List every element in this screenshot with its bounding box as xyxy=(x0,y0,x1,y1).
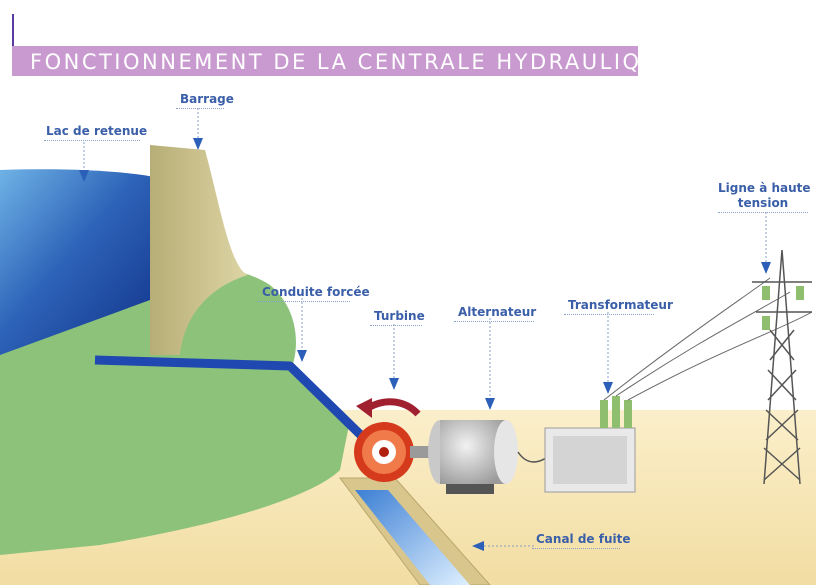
label-barrage: Barrage xyxy=(180,92,234,106)
label-canal-de-fuite: Canal de fuite xyxy=(536,532,631,546)
penstock xyxy=(94,355,376,450)
alternator xyxy=(428,420,518,494)
diagram-title: FONCTIONNEMENT DE LA CENTRALE HYDRAULIQU… xyxy=(30,50,676,74)
label-ligne-haute-tension: Ligne à haute tension xyxy=(718,181,811,211)
reservoir-lake xyxy=(0,169,160,355)
transformer xyxy=(544,396,636,493)
rotation-arrow xyxy=(366,398,421,417)
label-alternateur: Alternateur xyxy=(458,305,537,319)
power-line-3 xyxy=(627,311,813,401)
label-underline xyxy=(532,548,620,549)
label-underline xyxy=(564,314,654,315)
label-underline xyxy=(44,140,140,141)
label-lac-de-retenue: Lac de retenue xyxy=(46,124,148,138)
label-underline xyxy=(176,108,224,109)
label-turbine: Turbine xyxy=(374,309,425,323)
turbine xyxy=(354,422,414,482)
dam xyxy=(150,145,248,355)
label-underline xyxy=(718,212,808,213)
pointer-arrows xyxy=(79,108,771,551)
tailrace-water xyxy=(355,490,470,585)
label-underline xyxy=(454,321,534,322)
label-underline xyxy=(258,301,350,302)
hillside xyxy=(0,266,350,555)
label-ligne-line2: tension xyxy=(737,196,789,210)
power-line-1 xyxy=(603,277,771,401)
label-transformateur: Transformateur xyxy=(568,298,673,312)
label-underline xyxy=(370,325,422,326)
transmission-tower xyxy=(752,249,812,485)
title-accent-bar xyxy=(12,14,14,46)
title-banner xyxy=(12,46,638,76)
label-conduite-forcee: Conduite forcée xyxy=(262,285,370,299)
label-ligne-line1: Ligne à haute xyxy=(718,181,811,195)
